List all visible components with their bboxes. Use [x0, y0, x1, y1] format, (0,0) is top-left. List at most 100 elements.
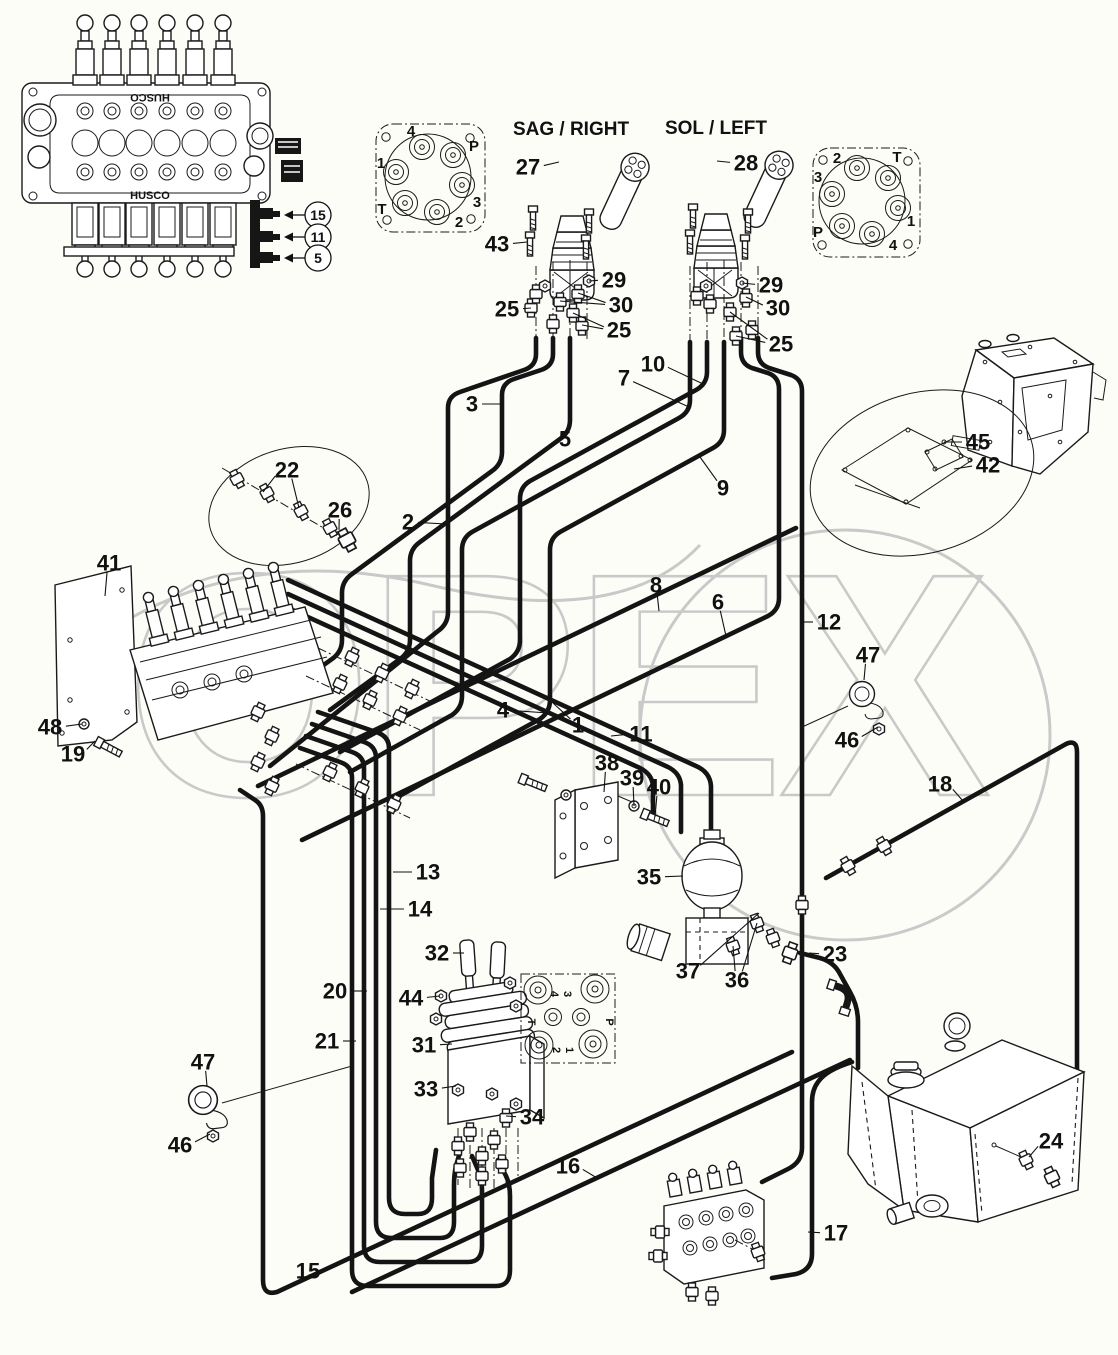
callout-17: 17: [824, 1221, 848, 1246]
leader-line: [745, 296, 764, 306]
callout-24: 24: [1039, 1129, 1064, 1154]
leader-line: [732, 945, 736, 972]
callout-10: 10: [641, 352, 665, 377]
callout-25: 25: [607, 318, 631, 343]
leader-line: [632, 381, 690, 408]
callout-14: 14: [408, 897, 433, 922]
port-label: 1: [563, 1047, 575, 1053]
leader-line: [719, 610, 727, 637]
pilot-manifold: [648, 1160, 768, 1306]
mounting-plate: [54, 565, 138, 747]
hose-12: [755, 335, 805, 901]
leader-line: [861, 726, 879, 737]
leader-line: [512, 241, 528, 244]
hose-11: [285, 605, 656, 819]
leader-line: [700, 912, 760, 966]
callout-41: 41: [97, 551, 121, 576]
callout-33: 33: [414, 1077, 438, 1102]
callout-27: 27: [516, 155, 540, 180]
callout-39: 39: [620, 766, 644, 791]
callout-15: 15: [296, 1259, 320, 1284]
callout-45: 45: [966, 430, 990, 455]
pilot-joystick-31: [429, 939, 545, 1195]
hose-3: [297, 335, 556, 685]
callout-32: 32: [425, 941, 449, 966]
hose-5: [327, 335, 573, 713]
hose-16: [349, 1057, 853, 1295]
callout-28: 28: [734, 151, 758, 176]
callout-7: 7: [618, 366, 630, 391]
leader-line: [559, 300, 606, 305]
port-label: 2: [550, 1047, 562, 1053]
floor-plate-bubble: [809, 389, 1035, 557]
port-label: 1: [907, 213, 915, 230]
hose-21: [297, 745, 513, 1289]
callout-35: 35: [637, 865, 661, 890]
leader-line: [610, 734, 626, 737]
port-label: 4: [889, 237, 898, 254]
bracket-38: [517, 772, 671, 880]
leader-line: [808, 952, 820, 955]
circled-callout-15: 15: [310, 207, 326, 223]
callout-37: 37: [676, 959, 700, 984]
leader-line: [667, 366, 702, 384]
arrow-head: [284, 210, 293, 220]
leader-line: [632, 786, 635, 807]
leader-line: [441, 1085, 457, 1089]
callout-29: 29: [602, 268, 626, 293]
callout-30: 30: [609, 293, 633, 318]
leader-line: [664, 875, 684, 878]
hose-15: [237, 787, 795, 1296]
leader-line: [656, 593, 660, 612]
hydraulic-tank: [847, 1012, 1086, 1226]
hose-17: [769, 1059, 855, 1281]
callout-31: 31: [412, 1033, 436, 1058]
leader-line: [86, 740, 96, 750]
port-plate-left-joystick: [812, 147, 921, 258]
port-label: P: [469, 138, 479, 155]
callout-25: 25: [495, 297, 519, 322]
leader-line: [582, 1168, 598, 1179]
port-plate-right-joystick: [375, 123, 486, 233]
port-label: P: [813, 224, 823, 241]
leader-line: [716, 160, 731, 163]
port-label: 2: [455, 214, 463, 231]
cab-illustration: [950, 333, 1107, 475]
callout-8: 8: [650, 573, 662, 598]
hose-4: [285, 591, 684, 835]
callout-13: 13: [416, 860, 440, 885]
callout-47: 47: [191, 1050, 215, 1075]
callout-22: 22: [275, 458, 299, 483]
callout-42: 42: [976, 453, 1000, 478]
leader-line: [603, 771, 606, 793]
leader-line: [1028, 1145, 1039, 1158]
leader-line: [543, 161, 560, 167]
leader-line: [439, 1043, 453, 1046]
callout-34: 34: [520, 1105, 545, 1130]
port-label: 1: [377, 155, 385, 172]
callout-12: 12: [817, 610, 841, 635]
valve-ports: [71, 102, 237, 181]
leader-line: [953, 465, 973, 470]
hose-routing: [237, 335, 1080, 1296]
main-control-valve: [21, 14, 303, 278]
callout-44: 44: [399, 986, 424, 1011]
leader-line: [65, 723, 83, 727]
port-label: T: [892, 149, 901, 166]
title-label: HUSCO: [130, 91, 170, 103]
leader-line: [581, 324, 604, 330]
leader-line: [735, 335, 766, 343]
leader-line: [522, 307, 532, 310]
leader-line: [552, 702, 571, 720]
leader-line: [654, 795, 658, 818]
callout-43: 43: [485, 232, 509, 257]
leader-line: [807, 1231, 821, 1234]
port-label: 2: [833, 150, 841, 167]
leader-line: [863, 663, 867, 681]
callout-16: 16: [556, 1154, 580, 1179]
clamp-47-left: [187, 1084, 229, 1130]
leader-line: [512, 710, 549, 714]
hose-12b: [759, 909, 805, 1185]
